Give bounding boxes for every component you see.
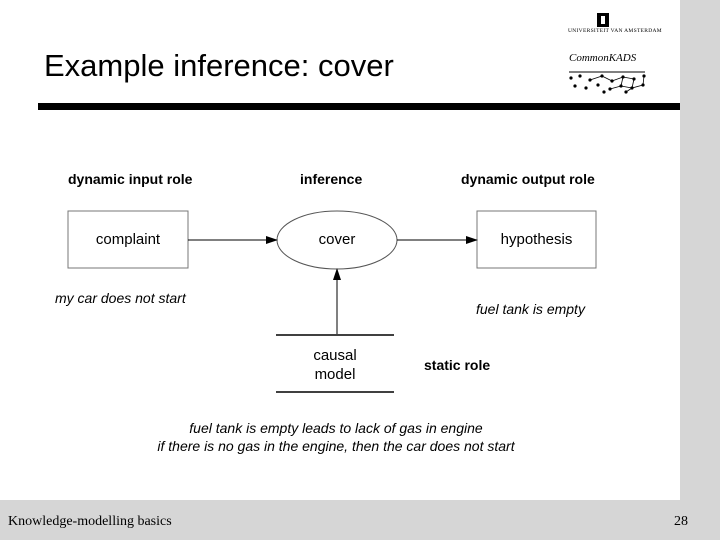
static-example-line1: fuel tank is empty leads to lack of gas …: [189, 420, 483, 436]
causal-model-label-line1: causal: [313, 347, 357, 364]
slide-title: Example inference: cover: [44, 48, 394, 83]
hypothesis-box: [476, 210, 597, 269]
output-example-text: fuel tank is empty: [476, 301, 585, 317]
inference-heading: inference: [300, 171, 363, 187]
complaint-box: [67, 210, 189, 269]
causal-model-label-line2: model: [314, 366, 356, 383]
dynamic-output-role-heading: dynamic output role: [461, 171, 595, 187]
complaint-label: complaint: [95, 231, 161, 248]
hypothesis-label: hypothesis: [500, 231, 573, 248]
logo-brand-text: CommonKADS: [569, 52, 637, 64]
page-number: 28: [674, 514, 688, 529]
input-example-text: my car does not start: [55, 290, 186, 306]
logo-network-icon: [569, 71, 646, 94]
title-rule: [38, 103, 680, 110]
static-example-line2: if there is no gas in the engine, then t…: [157, 438, 515, 454]
slide-footer: Knowledge-modelling basics 28: [0, 500, 720, 540]
logo-university-text: UNIVERSITEIT VAN AMSTERDAM: [568, 28, 662, 34]
cover-label: cover: [318, 231, 356, 248]
commonkads-logo: UNIVERSITEIT VAN AMSTERDAM CommonKADS: [560, 10, 662, 98]
university-crest-icon: [597, 13, 609, 27]
slide-right-band: [680, 0, 720, 500]
static-role-heading: static role: [424, 357, 491, 373]
dynamic-input-role-heading: dynamic input role: [68, 171, 193, 187]
footer-course-title: Knowledge-modelling basics: [8, 514, 172, 529]
